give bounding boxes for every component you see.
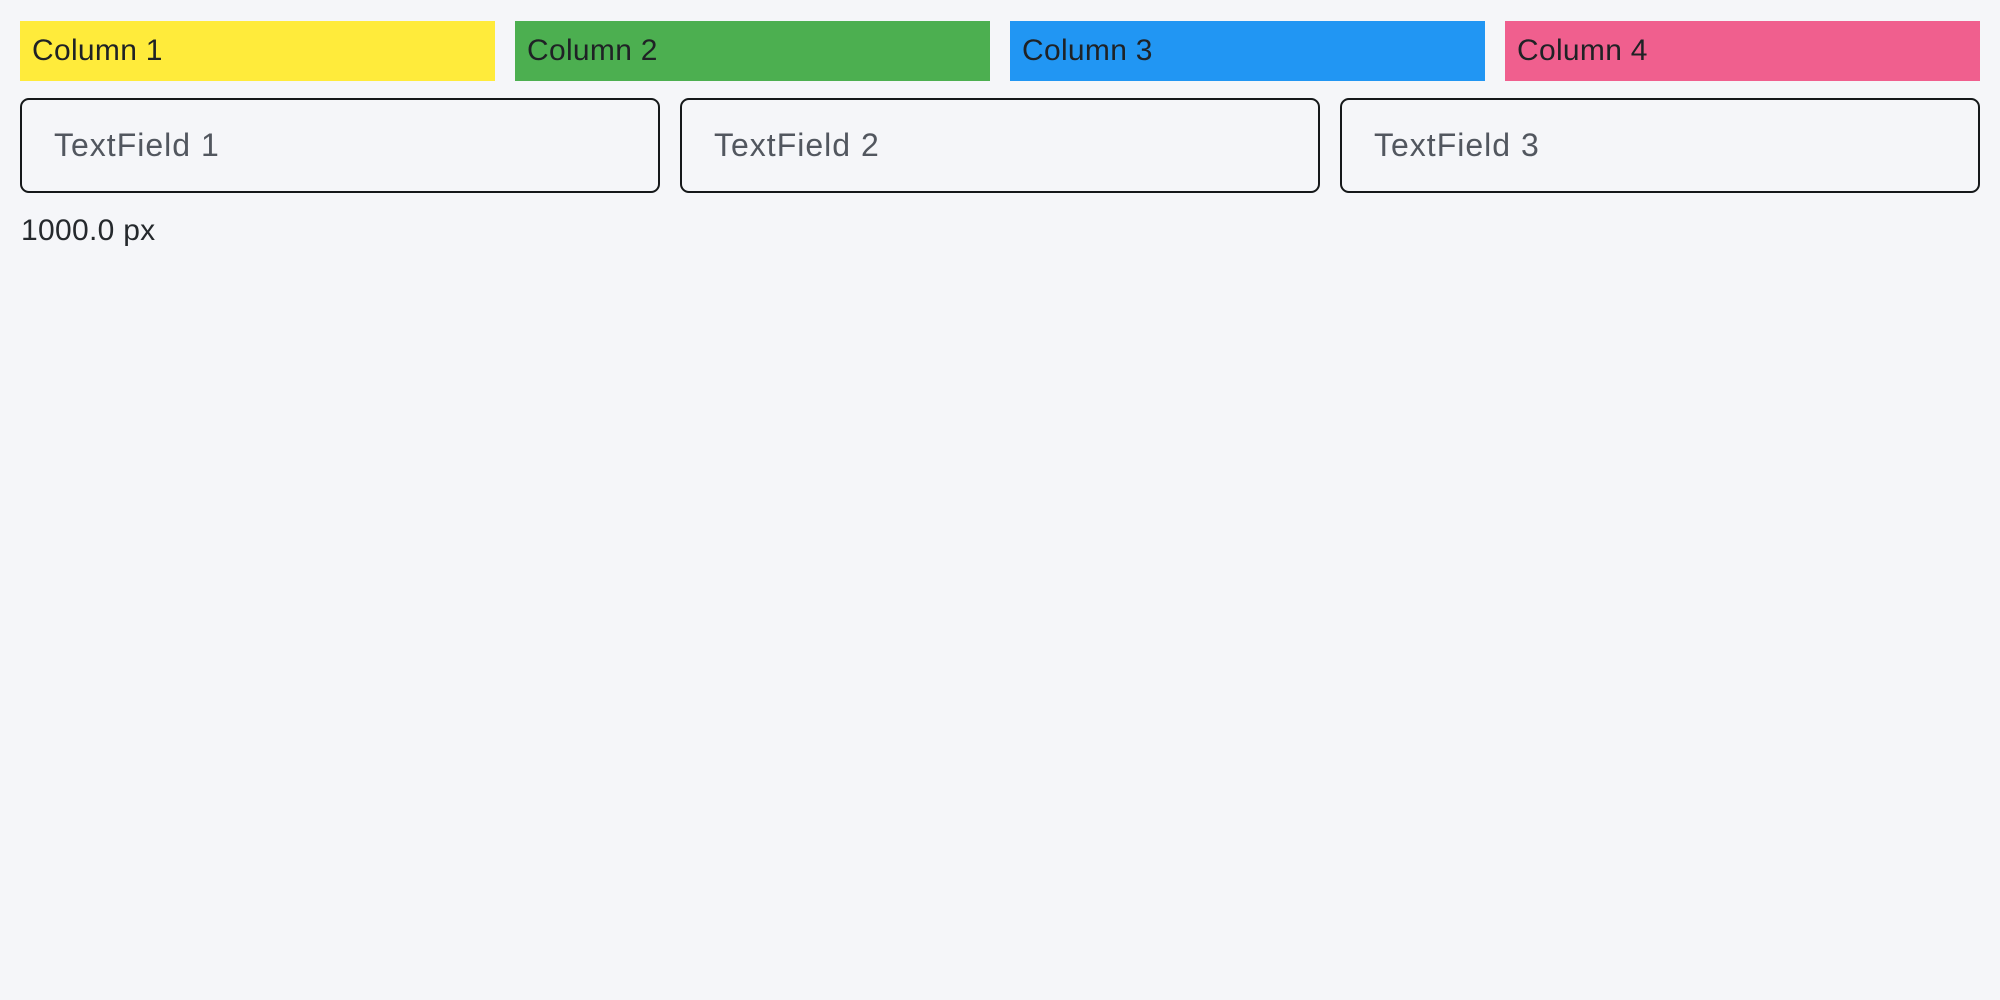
width-label: 1000.0 px xyxy=(21,214,156,247)
textfield-1[interactable] xyxy=(20,98,660,193)
textfields-row xyxy=(20,98,1980,193)
textfield-2[interactable] xyxy=(680,98,1320,193)
textfield-3[interactable] xyxy=(1340,98,1980,193)
column-2-label: Column 2 xyxy=(527,34,658,67)
columns-row: Column 1 Column 2 Column 3 Column 4 xyxy=(20,21,1980,81)
column-3-label: Column 3 xyxy=(1022,34,1153,67)
column-1: Column 1 xyxy=(20,21,495,81)
column-4: Column 4 xyxy=(1505,21,1980,81)
column-4-label: Column 4 xyxy=(1517,34,1648,67)
column-2: Column 2 xyxy=(515,21,990,81)
column-3: Column 3 xyxy=(1010,21,1485,81)
column-1-label: Column 1 xyxy=(32,34,163,67)
